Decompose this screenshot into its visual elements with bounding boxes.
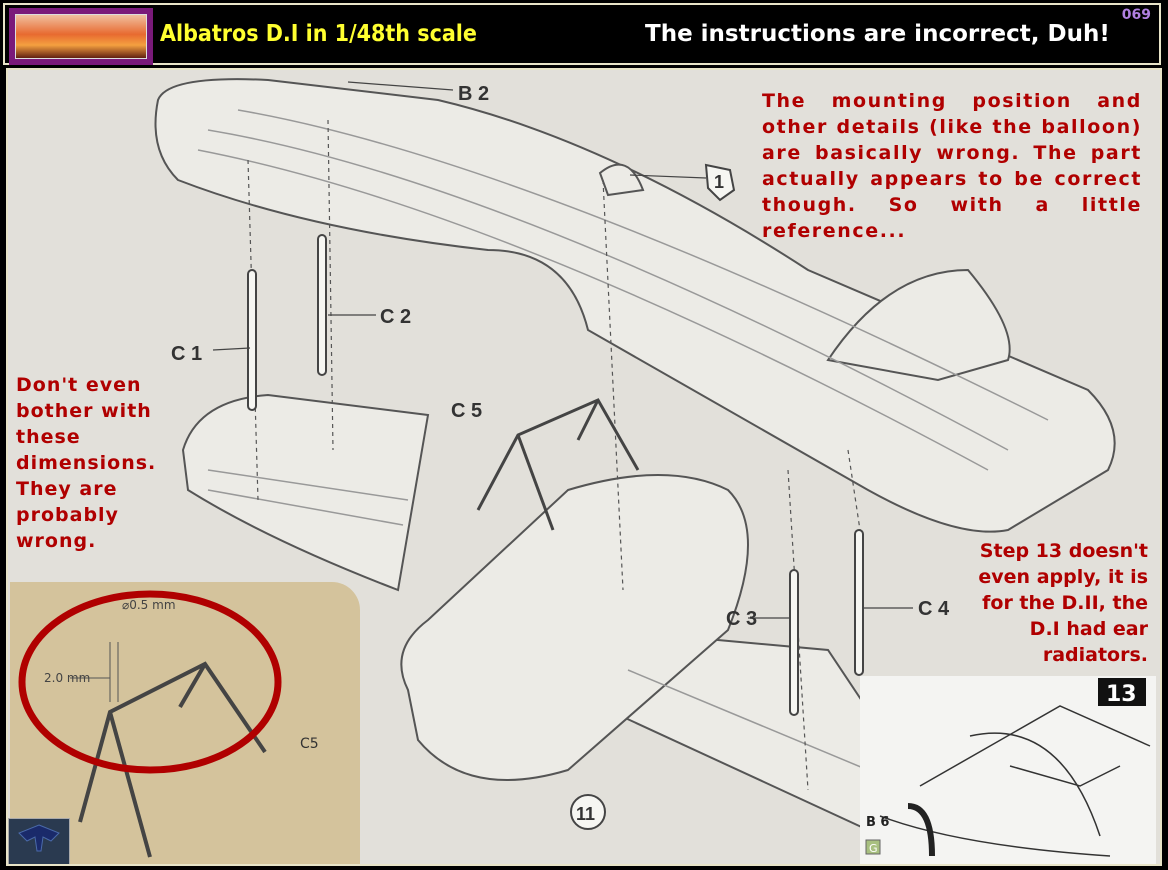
balloon-part: [598, 163, 645, 197]
page-title: Albatros D.I in 1/48th scale: [160, 21, 477, 47]
dimension-diameter: ⌀0.5 mm: [122, 598, 176, 612]
page-subtitle: The instructions are incorrect, Duh!: [645, 21, 1110, 47]
biplane-diagram: B 2 1 C 1 C 2 C 5 C 3 C 4 11: [154, 78, 1116, 832]
label-step-11: 11: [576, 804, 595, 824]
note-mounting-position: The mounting position and other details …: [762, 90, 1142, 242]
label-b2: B 2: [458, 83, 489, 105]
inset-c5-dimensions: ⌀0.5 mm 2.0 mm C5: [10, 582, 360, 864]
fuselage: [400, 474, 749, 781]
step-1-badge: [704, 163, 736, 202]
note-dimensions: Don't even bother with these dimensions.…: [16, 374, 157, 552]
strut-c1: [247, 269, 257, 411]
upper-wing: [154, 78, 1116, 533]
label-c5-inset: C5: [300, 736, 319, 752]
page-number: 069: [1121, 7, 1151, 23]
strut-c4: [854, 529, 864, 676]
heavens-eagle-logo: [8, 818, 70, 864]
label-c2: C 2: [380, 306, 411, 328]
strut-c2: [317, 234, 327, 376]
highlight-ellipse: [18, 590, 282, 774]
lower-wing: [181, 393, 430, 592]
label-c4: C 4: [918, 598, 950, 620]
part-b6: [907, 803, 935, 857]
logo: [9, 8, 153, 65]
strut-c5: [476, 398, 640, 531]
dimension-length: 2.0 mm: [44, 671, 90, 685]
step-11-badge: [570, 794, 606, 830]
strut-c3: [789, 569, 799, 716]
label-c3: C 3: [726, 608, 757, 630]
glue-marker: G: [869, 842, 878, 855]
label-step-1: 1: [714, 172, 724, 192]
inset-step-13: 13 B 6 G: [860, 676, 1156, 864]
instruction-photo: B 2 1 C 1 C 2 C 5 C 3 C 4 11 The mountin…: [6, 68, 1162, 866]
label-c5: C 5: [451, 400, 482, 422]
step-13-badge: 13: [1106, 682, 1137, 707]
header: Albatros D.I in 1/48th scale The instruc…: [3, 3, 1161, 65]
label-b6: B 6: [866, 815, 889, 830]
tail: [826, 268, 1011, 382]
label-c1: C 1: [171, 343, 202, 365]
note-step-13: Step 13 doesn't even apply, it is for th…: [978, 540, 1148, 666]
